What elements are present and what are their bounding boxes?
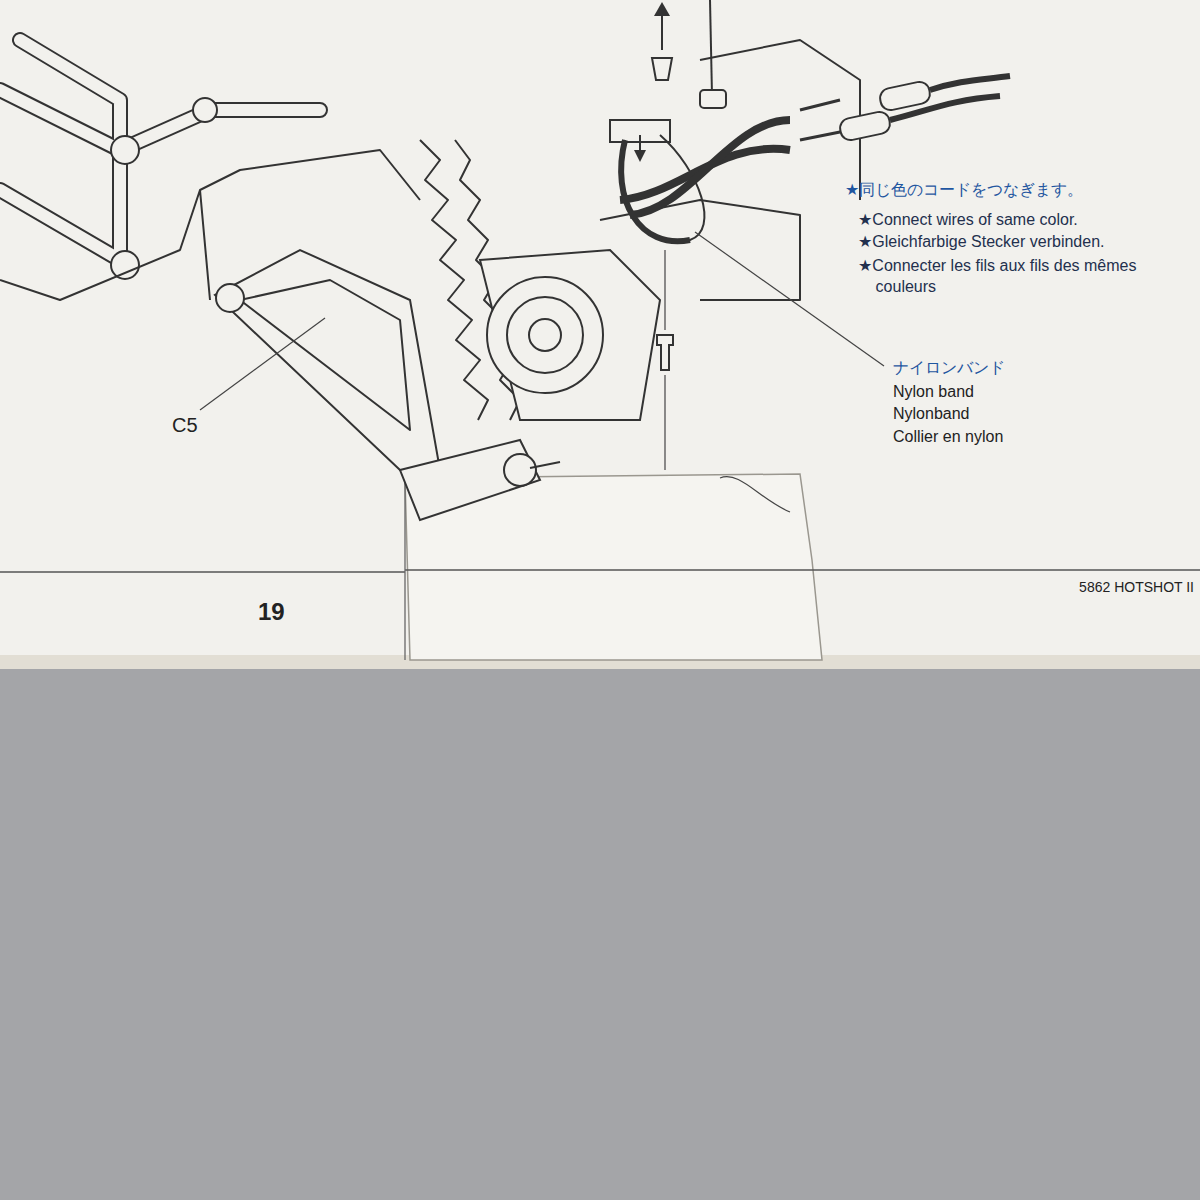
- axle-shaft: [530, 462, 560, 468]
- antenna-wire: [710, 0, 712, 95]
- esc-wire: [930, 76, 1010, 90]
- note-french: ★Connecter les fils aux fils des mêmes c…: [858, 256, 1191, 298]
- wire-connector: [838, 110, 891, 142]
- arrow-head: [634, 150, 646, 162]
- leader-line: [695, 232, 884, 366]
- paper-page: [0, 0, 1200, 662]
- part-name: Collier en nylon: [893, 427, 1153, 448]
- frame-joint: [111, 136, 139, 164]
- page-rule: [405, 569, 1200, 570]
- shock-bellows: [420, 140, 488, 420]
- motor-can: [487, 277, 603, 393]
- esc-wire: [890, 96, 1000, 120]
- arm-rib: [240, 280, 410, 430]
- roll-bar: [0, 40, 320, 260]
- part-name: Nylonband: [893, 404, 1153, 425]
- torn-edge: [720, 477, 790, 512]
- screw: [657, 335, 673, 370]
- axle-hub: [504, 454, 536, 486]
- note-english: ★Connect wires of same color.: [858, 210, 1193, 231]
- page-edge: [404, 478, 405, 660]
- guide-line: [664, 375, 665, 470]
- arm-pivot: [216, 284, 244, 312]
- wire-post: [700, 90, 726, 108]
- note-japanese: ★同じ色のコードをつなぎます。: [845, 180, 1185, 201]
- wire-connector: [878, 80, 931, 112]
- page-rule: [0, 571, 405, 572]
- arm-end: [400, 440, 540, 520]
- leader-line: [200, 318, 325, 410]
- page-number: 19: [258, 596, 318, 627]
- kit-name: 5862 HOTSHOT II: [1000, 578, 1194, 596]
- screw: [652, 58, 672, 80]
- part-name: Nylon band: [893, 382, 1153, 403]
- part-name: ナイロンバンド: [893, 358, 1153, 379]
- note-german: ★Gleichfarbige Stecker verbinden.: [858, 232, 1193, 253]
- frame-joint: [111, 251, 139, 279]
- suspension-arm: [215, 250, 440, 470]
- guide-line: [664, 250, 665, 330]
- motor-wire: [630, 120, 790, 215]
- frame-joint: [193, 98, 217, 122]
- motor-shaft: [529, 319, 561, 351]
- part-number: C5: [172, 412, 232, 438]
- gear-housing: [480, 250, 660, 420]
- roll-bar: [0, 40, 320, 260]
- motor-ring: [507, 297, 583, 373]
- arrow-head: [654, 2, 670, 16]
